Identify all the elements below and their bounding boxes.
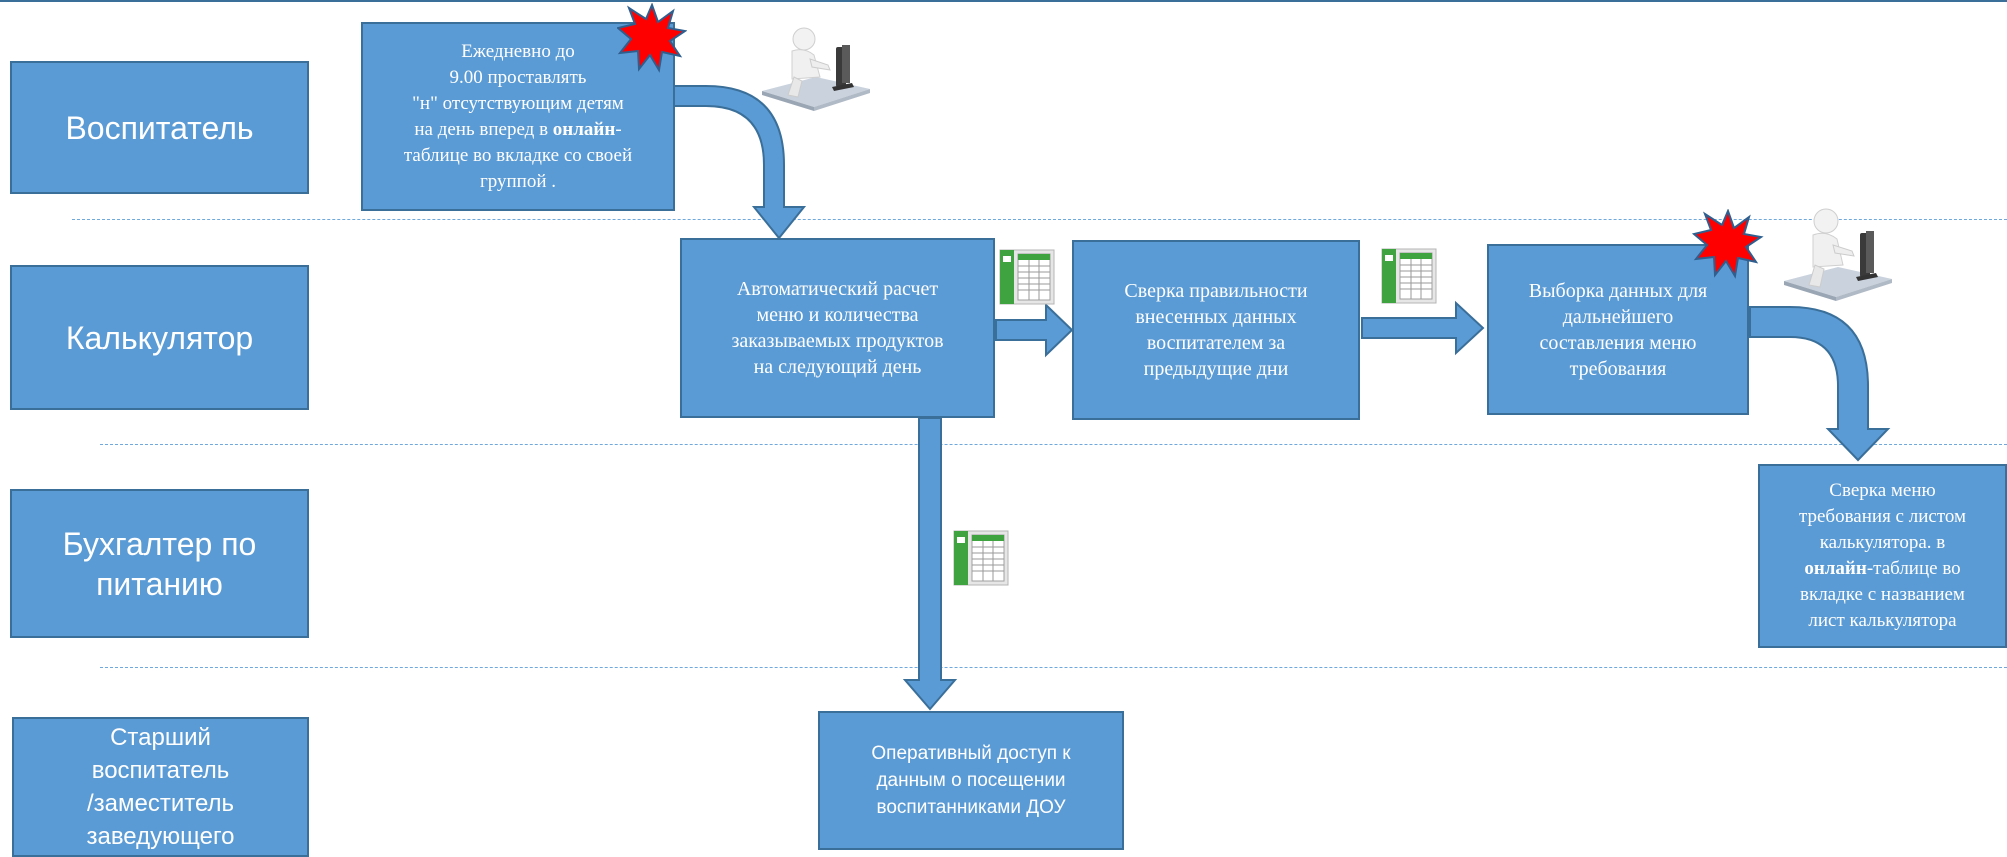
role-senior: Старший воспитатель /заместитель заведую… <box>12 717 309 857</box>
lane-separator <box>100 444 2007 445</box>
person-at-computer-icon <box>762 27 870 111</box>
role-senior-label: Старший <box>110 724 211 751</box>
role-teacher: Воспитатель <box>10 61 309 194</box>
person-at-computer-icon <box>1784 208 1892 301</box>
role-accountant: Бухгалтер по питанию <box>10 489 309 638</box>
arrow-reconcile-to-selection <box>1361 300 1485 356</box>
step-daily-marks: Ежедневно до 9.00 проставлять "н" отсутс… <box>361 22 675 211</box>
arrow-selection-to-compare <box>1749 306 1891 462</box>
role-accountant-label: питанию <box>96 565 223 602</box>
role-calculator: Калькулятор <box>10 265 309 410</box>
role-teacher-label: Воспитатель <box>65 109 254 146</box>
step-compare: Сверка меню требования с листом калькуля… <box>1758 464 2007 648</box>
lane-separator <box>100 667 2007 668</box>
role-senior-label: /заместитель <box>86 790 235 817</box>
starburst-icon <box>617 3 687 73</box>
spreadsheet-icon <box>953 530 1009 586</box>
role-senior-label: заведующего <box>86 823 235 850</box>
step-quick-access: Оперативный доступ к данным о посещении … <box>818 711 1124 850</box>
top-rule <box>0 0 2007 2</box>
role-senior-label: воспитатель <box>91 757 230 784</box>
lane-separator <box>72 219 2007 220</box>
spreadsheet-icon <box>999 249 1055 305</box>
role-accountant-label: Бухгалтер по <box>62 525 257 562</box>
step-reconcile: Сверка правильности внесенных данных вос… <box>1072 240 1360 420</box>
spreadsheet-icon <box>1381 248 1437 304</box>
arrow-calc-to-access <box>902 417 958 711</box>
starburst-icon <box>1692 209 1764 279</box>
step-selection: Выборка данных для дальнейшего составлен… <box>1487 244 1749 415</box>
arrow-calc-to-reconcile <box>995 302 1074 358</box>
role-calculator-label: Калькулятор <box>65 319 254 356</box>
step-auto-calc: Автоматический расчет меню и количества … <box>680 238 995 418</box>
